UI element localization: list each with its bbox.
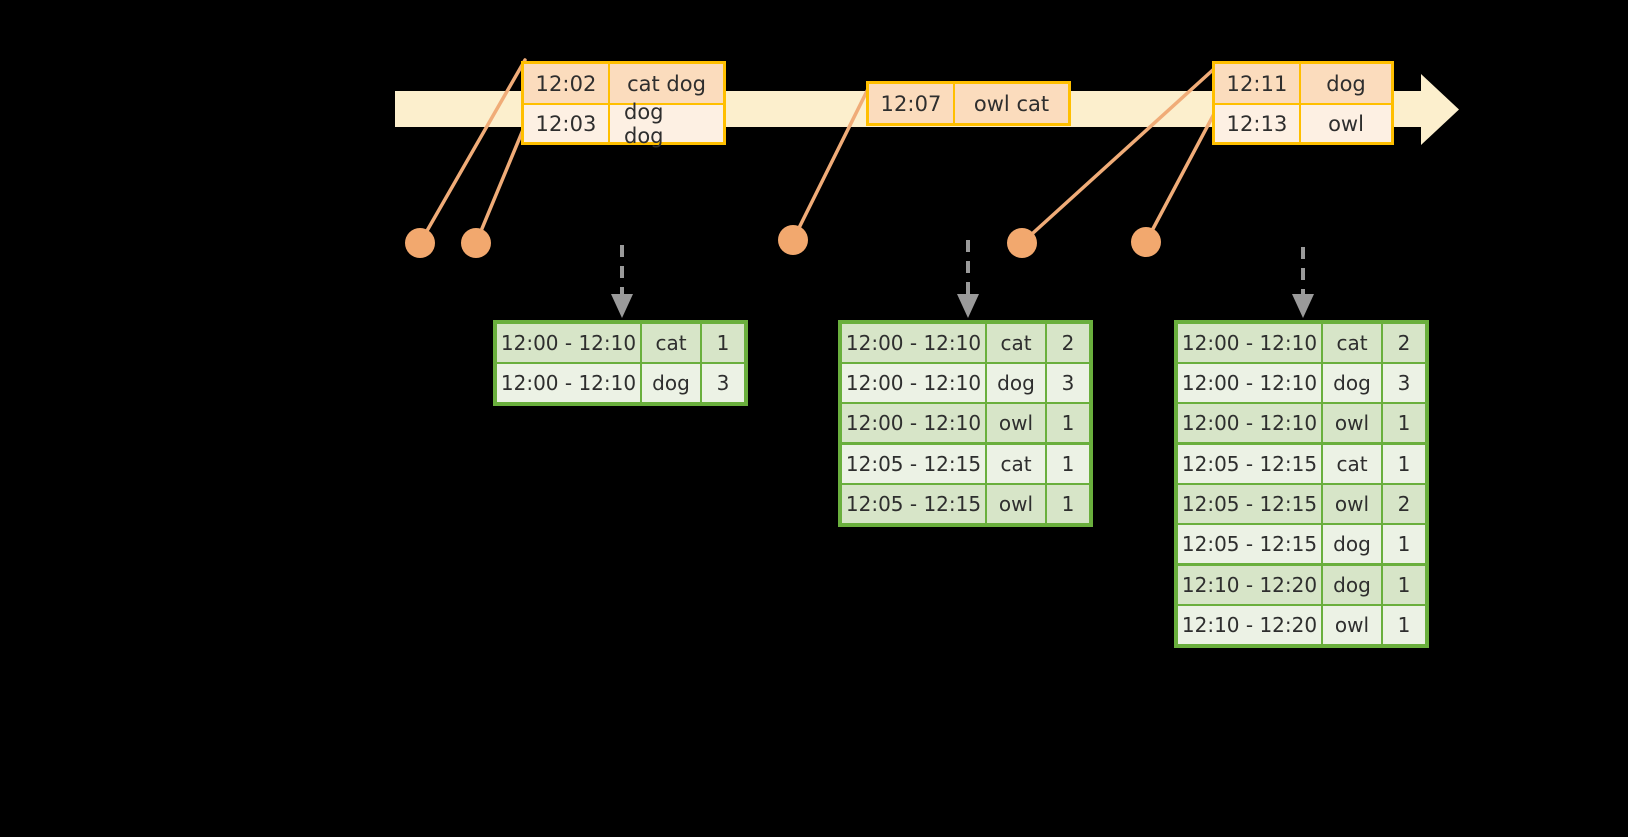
- cell-window: 12:05 - 12:15: [842, 445, 985, 483]
- cell-window: 12:00 - 12:10: [842, 404, 985, 442]
- cell-window: 12:00 - 12:10: [842, 364, 985, 402]
- cell-window: 12:00 - 12:10: [497, 324, 640, 362]
- dashed-arrow-2: [957, 240, 979, 318]
- event-time: 12:03: [524, 105, 610, 142]
- cell-count: 3: [1047, 364, 1089, 402]
- cell-count: 3: [1383, 364, 1425, 402]
- cell-count: 1: [1047, 404, 1089, 442]
- connector-dot: [778, 225, 808, 255]
- cell-window: 12:05 - 12:15: [1178, 445, 1321, 483]
- cell-count: 1: [1383, 606, 1425, 644]
- cell-key: dog: [1323, 364, 1381, 402]
- cell-count: 1: [1383, 404, 1425, 442]
- cell-window: 12:00 - 12:10: [1178, 364, 1321, 402]
- cell-window: 12:10 - 12:20: [1178, 606, 1321, 644]
- connector-dot: [461, 228, 491, 258]
- event-row[interactable]: 12:07 owl cat: [869, 84, 1068, 123]
- cell-count: 2: [1047, 324, 1089, 362]
- cell-count: 3: [702, 364, 744, 402]
- cell-count: 1: [1047, 445, 1089, 483]
- cell-key: cat: [1323, 445, 1381, 483]
- connector-dot: [1131, 227, 1161, 257]
- dashed-arrow-1: [611, 245, 633, 318]
- cell-key: cat: [642, 324, 700, 362]
- cell-window: 12:00 - 12:10: [1178, 324, 1321, 362]
- event-words: dog: [1301, 64, 1391, 103]
- cell-window: 12:00 - 12:10: [497, 364, 640, 402]
- cell-key: owl: [1323, 606, 1381, 644]
- cell-key: dog: [1323, 525, 1381, 563]
- connector-dots: [405, 225, 1161, 258]
- cell-count: 1: [1383, 445, 1425, 483]
- cell-count: 1: [1383, 566, 1425, 604]
- cell-window: 12:05 - 12:15: [1178, 485, 1321, 523]
- cell-window: 12:10 - 12:20: [1178, 566, 1321, 604]
- event-time: 12:07: [869, 84, 955, 123]
- cell-key: cat: [1323, 324, 1381, 362]
- event-words: owl cat: [955, 84, 1068, 123]
- event-time: 12:11: [1215, 64, 1301, 103]
- event-row[interactable]: 12:13 owl: [1215, 103, 1391, 142]
- cell-window: 12:05 - 12:15: [842, 485, 985, 523]
- event-row[interactable]: 12:11 dog: [1215, 64, 1391, 103]
- event-time: 12:02: [524, 64, 610, 103]
- cell-count: 1: [702, 324, 744, 362]
- cell-count: 1: [1047, 485, 1089, 523]
- cell-key: dog: [642, 364, 700, 402]
- event-group-3[interactable]: 12:11 dog 12:13 owl: [1212, 61, 1394, 145]
- event-words: owl: [1301, 105, 1391, 142]
- cell-key: cat: [987, 324, 1045, 362]
- dashed-arrows: [611, 240, 1314, 318]
- cell-window: 12:00 - 12:10: [1178, 404, 1321, 442]
- connector-dot: [1007, 228, 1037, 258]
- dashed-arrow-3: [1292, 247, 1314, 318]
- event-row[interactable]: 12:02 cat dog: [524, 64, 723, 103]
- cell-key: dog: [1323, 566, 1381, 604]
- event-group-2[interactable]: 12:07 owl cat: [866, 81, 1071, 126]
- event-words: dog dog: [610, 100, 723, 148]
- cell-window: 12:00 - 12:10: [842, 324, 985, 362]
- cell-window: 12:05 - 12:15: [1178, 525, 1321, 563]
- cell-key: owl: [1323, 404, 1381, 442]
- event-group-1[interactable]: 12:02 cat dog 12:03 dog dog: [521, 61, 726, 148]
- cell-key: dog: [987, 364, 1045, 402]
- cell-key: owl: [987, 404, 1045, 442]
- cell-count: 2: [1383, 324, 1425, 362]
- event-words: cat dog: [610, 64, 723, 103]
- cell-key: owl: [987, 485, 1045, 523]
- event-row[interactable]: 12:03 dog dog: [524, 100, 723, 148]
- event-time: 12:13: [1215, 105, 1301, 142]
- cell-key: owl: [1323, 485, 1381, 523]
- cell-count: 1: [1383, 525, 1425, 563]
- connector-dot: [405, 228, 435, 258]
- cell-count: 2: [1383, 485, 1425, 523]
- cell-key: cat: [987, 445, 1045, 483]
